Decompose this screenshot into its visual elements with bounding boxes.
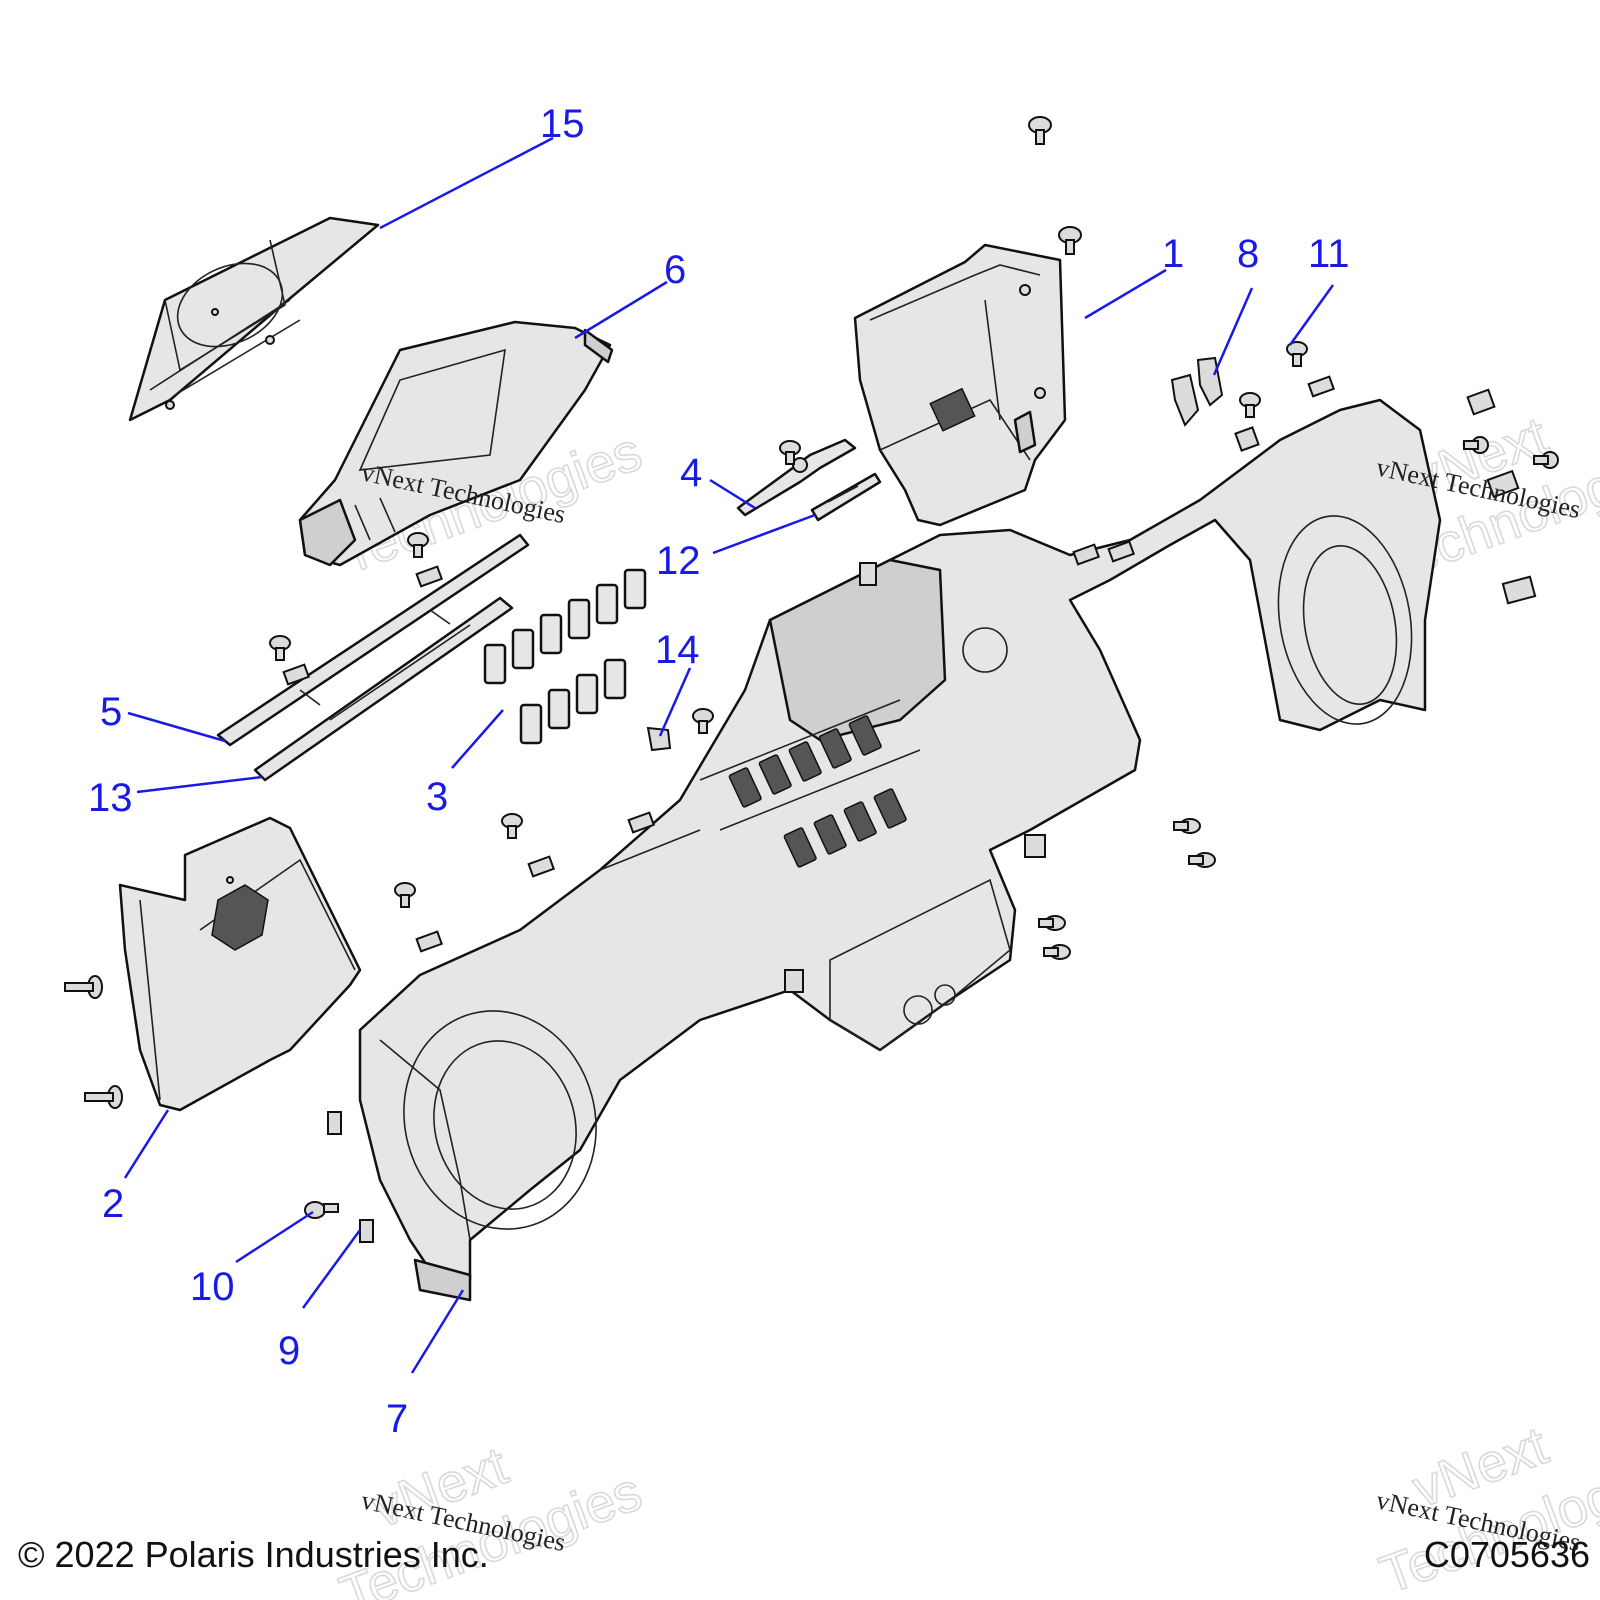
- screw: [779, 440, 801, 465]
- callout-7: 7: [386, 1397, 408, 1441]
- leader-9: [301, 1229, 362, 1309]
- screw: [1043, 944, 1071, 960]
- callout-1: 1: [1162, 232, 1184, 276]
- spring-nut: [327, 1111, 342, 1135]
- screw: [64, 975, 103, 999]
- leader-4: [709, 478, 756, 510]
- screw: [1286, 341, 1308, 367]
- part-5-trim-strip: [216, 533, 530, 747]
- callout-8: 8: [1237, 232, 1259, 276]
- callout-3: 3: [426, 775, 448, 819]
- screw: [1239, 392, 1261, 418]
- leader-15: [379, 136, 554, 230]
- clip-part-14: [646, 726, 672, 752]
- part-main-dash-body: [358, 398, 1442, 1302]
- callout-6: 6: [664, 248, 686, 292]
- screw: [1463, 436, 1489, 454]
- part-1-right-kick-panel: [853, 243, 1067, 527]
- part-12-clip: [810, 472, 882, 522]
- screw: [304, 1201, 339, 1219]
- spring-nut: [527, 855, 556, 878]
- leader-7: [410, 1289, 465, 1374]
- callout-4: 4: [680, 451, 702, 495]
- screw: [1058, 226, 1082, 255]
- callout-5: 5: [100, 690, 122, 734]
- spring-nut: [282, 663, 311, 686]
- leader-5: [127, 711, 226, 743]
- spring-nut: [1107, 540, 1136, 563]
- spring-nut: [627, 811, 656, 834]
- callout-14: 14: [655, 628, 700, 672]
- switch-bank: [728, 715, 907, 868]
- leader-12: [712, 513, 816, 555]
- screw: [501, 813, 523, 839]
- screw: [1533, 451, 1559, 469]
- leader-14: [658, 667, 692, 737]
- screw: [1188, 852, 1216, 868]
- spring-nut: [359, 1219, 374, 1243]
- callout-11: 11: [1308, 232, 1350, 276]
- hardware-fasteners: [64, 116, 1559, 1243]
- leader-10: [235, 1210, 314, 1264]
- leader-11: [1288, 284, 1335, 346]
- callout-13: 13: [88, 776, 133, 820]
- part-6-display-bezel: [298, 320, 614, 567]
- screw: [1038, 915, 1066, 931]
- leader-3: [451, 709, 504, 769]
- screw: [1173, 818, 1201, 834]
- callout-2: 2: [102, 1182, 124, 1226]
- screw: [1028, 116, 1052, 145]
- spring-nut: [1072, 543, 1101, 566]
- screw: [394, 882, 416, 908]
- part-2-left-kick-panel: [118, 816, 362, 1112]
- part-3-switch-blanks: [483, 568, 647, 745]
- leader-13: [136, 775, 263, 794]
- leader-2: [123, 1109, 170, 1179]
- copyright-text: © 2022 Polaris Industries Inc.: [18, 1534, 489, 1575]
- callout-labels: 1 2 3 4 5 6 7 8 9 10 11 12 13 14 15: [88, 102, 1350, 1441]
- part-15-display-cover: [128, 216, 380, 422]
- callout-9: 9: [278, 1329, 300, 1373]
- leader-6: [574, 280, 668, 340]
- screw: [407, 532, 429, 558]
- leader-1: [1084, 268, 1167, 320]
- spring-nut: [415, 930, 444, 953]
- screw: [84, 1085, 123, 1109]
- spring-nut: [1307, 375, 1336, 398]
- leader-lines: [123, 136, 1335, 1374]
- callout-10: 10: [190, 1265, 235, 1309]
- leader-8: [1212, 287, 1254, 376]
- callout-15: 15: [540, 102, 585, 146]
- fastener-clip: [784, 388, 1537, 993]
- callout-12: 12: [656, 539, 701, 583]
- diagram-code: C0705636: [1424, 1534, 1590, 1575]
- screw: [269, 635, 291, 661]
- spring-nut: [415, 565, 444, 588]
- screw: [692, 708, 714, 734]
- clip-part-8: [1170, 356, 1224, 427]
